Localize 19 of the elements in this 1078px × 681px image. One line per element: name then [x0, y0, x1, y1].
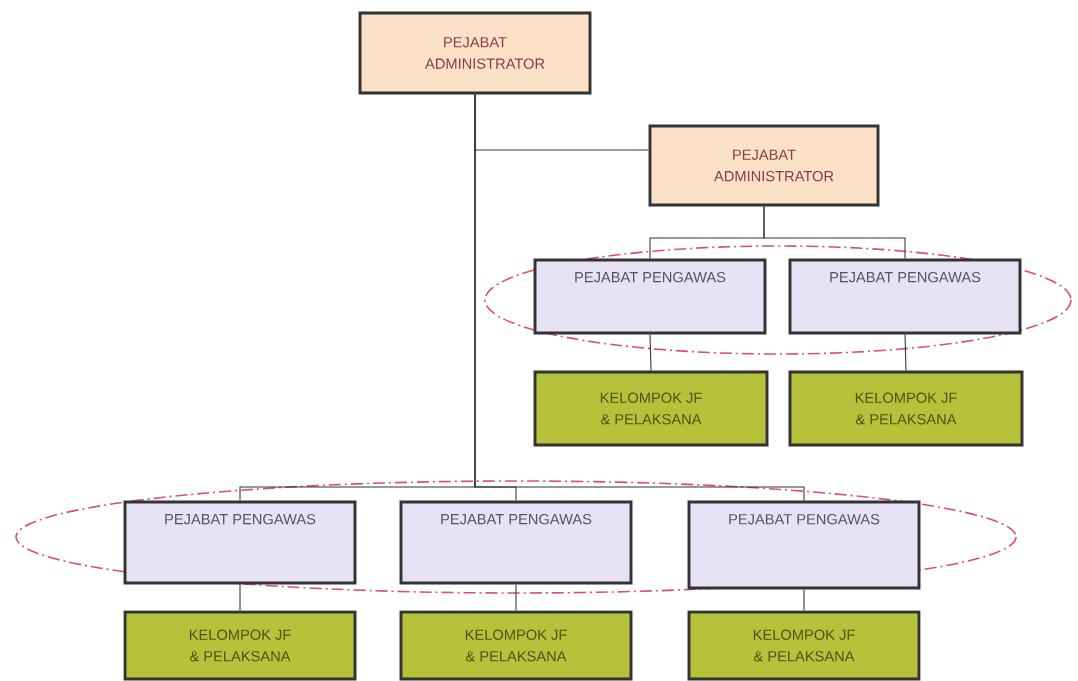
connector-line	[904, 333, 907, 372]
connector-line	[239, 583, 241, 612]
supervisor-box: PEJABAT PENGAWAS	[123, 500, 357, 585]
staff-group-box: KELOMPOK JF & PELAKSANA	[123, 610, 357, 681]
supervisor-box: PEJABAT PENGAWAS	[399, 500, 633, 585]
supervisor-box: PEJABAT PENGAWAS	[687, 500, 921, 590]
administrator-box: PEJABAT ADMINISTRATOR	[648, 124, 880, 207]
connector-line	[474, 93, 805, 502]
staff-group-box: KELOMPOK JF & PELAKSANA	[788, 370, 1024, 447]
staff-group-box: KELOMPOK JF & PELAKSANA	[533, 370, 769, 447]
administrator-box: PEJABAT ADMINISTRATOR	[358, 11, 592, 95]
supervisor-box: PEJABAT PENGAWAS	[788, 258, 1022, 335]
connector-line	[803, 588, 805, 612]
staff-group-box: KELOMPOK JF & PELAKSANA	[399, 610, 633, 681]
staff-group-box: KELOMPOK JF & PELAKSANA	[687, 610, 921, 681]
connector-line	[515, 583, 517, 612]
supervisor-box: PEJABAT PENGAWAS	[533, 258, 767, 335]
connector-line	[763, 205, 906, 260]
connector-line	[649, 333, 652, 372]
